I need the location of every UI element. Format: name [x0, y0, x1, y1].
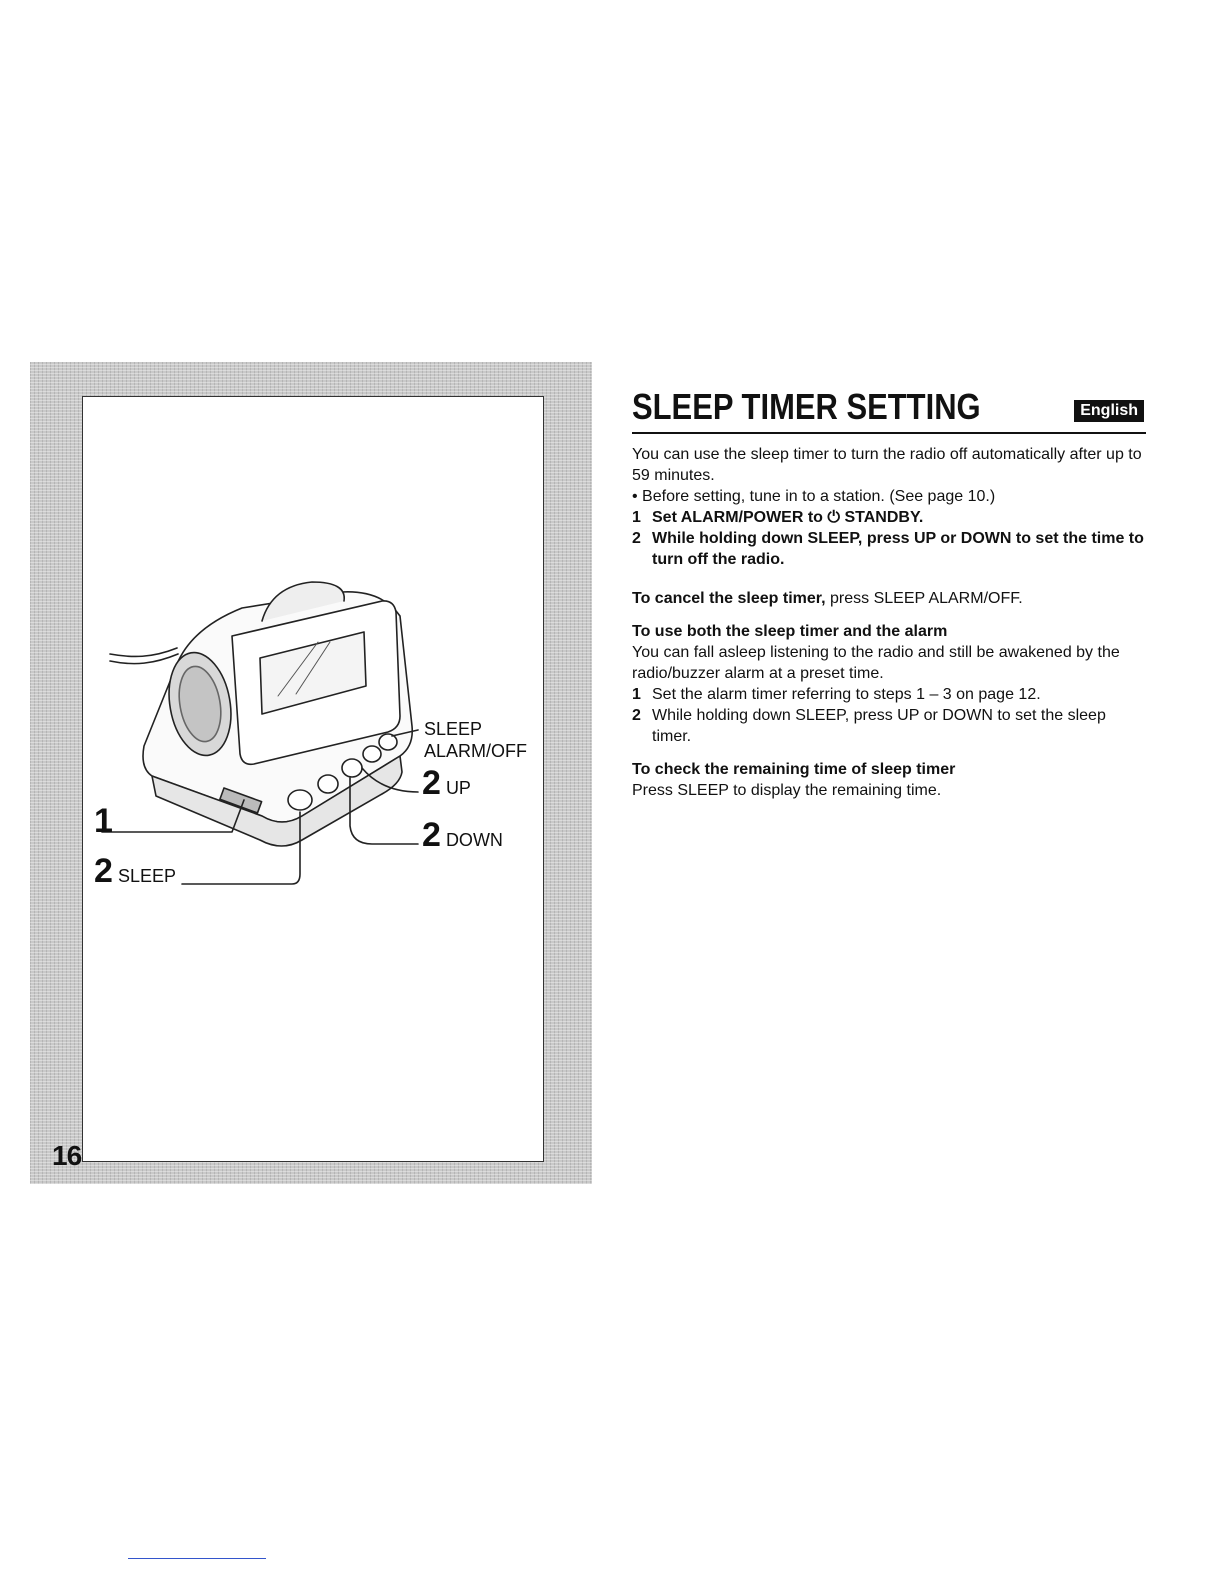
clock-radio-illustration: [101, 581, 419, 885]
check-section: To check the remaining time of sleep tim…: [632, 759, 1146, 801]
bullet-note: • Before setting, tune in to a station. …: [632, 488, 996, 505]
footer-rule: [128, 1558, 266, 1559]
both-step-1: 1 Set the alarm timer referring to steps…: [632, 686, 1041, 703]
callout-one: 1: [94, 802, 113, 840]
callout-up: 2 UP: [422, 764, 471, 802]
check-text: Press SLEEP to display the remaining tim…: [632, 782, 942, 799]
callout-sleep-alarm-off: SLEEP ALARM/OFF: [424, 719, 528, 761]
step-2: 2 While holding down SLEEP, press UP or …: [632, 530, 1144, 568]
check-heading: To check the remaining time of sleep tim…: [632, 761, 956, 778]
both-text: You can fall asleep listening to the rad…: [632, 644, 1120, 682]
page-title: SLEEP TIMER SETTING: [632, 386, 981, 427]
callout-down: 2 DOWN: [422, 816, 503, 854]
page-number: 16: [52, 1140, 82, 1171]
title-row: SLEEP TIMER SETTING English: [632, 380, 1146, 434]
both-step-2: 2 While holding down SLEEP, press UP or …: [632, 707, 1106, 745]
both-heading: To use both the sleep timer and the alar…: [632, 623, 948, 640]
step-1: 1 Set ALARM/POWER to ⏻ STANDBY.: [632, 509, 924, 526]
language-badge: English: [1074, 400, 1144, 422]
both-section: To use both the sleep timer and the alar…: [632, 621, 1146, 747]
instructions-column: SLEEP TIMER SETTING English You can use …: [632, 380, 1146, 801]
intro-paragraph: You can use the sleep timer to turn the …: [632, 446, 1142, 484]
body-text: You can use the sleep timer to turn the …: [632, 444, 1146, 801]
cancel-section: To cancel the sleep timer, press SLEEP A…: [632, 590, 1023, 607]
callout-sleep: 2 SLEEP: [94, 852, 176, 890]
